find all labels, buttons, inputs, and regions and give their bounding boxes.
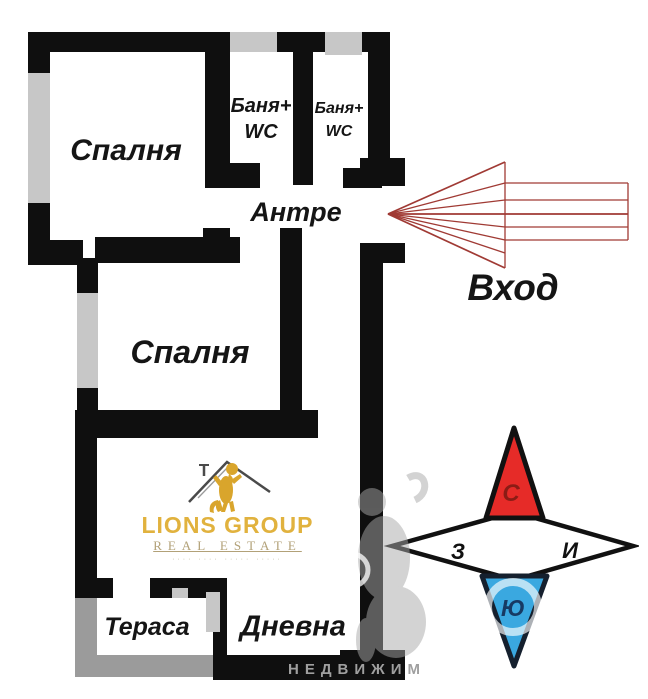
logo-roof-lion-icon <box>188 460 271 513</box>
window <box>325 32 362 55</box>
wall <box>93 410 318 438</box>
wall <box>368 32 390 162</box>
wall-bottom <box>213 655 340 680</box>
compass-east-letter: И <box>562 538 579 563</box>
compass-rose: С Ю З И <box>383 425 639 669</box>
window <box>77 293 98 388</box>
compass-west-letter: З <box>451 539 465 564</box>
window <box>28 73 50 203</box>
room-label-terrace: Тераса <box>104 613 190 641</box>
room-label-bedroom-mid: Спалня <box>130 333 250 370</box>
logo-subtitle: REAL ESTATE <box>153 538 302 553</box>
compass-north-spike <box>483 425 546 521</box>
wall <box>28 240 83 265</box>
wall <box>280 228 302 410</box>
lion-icon <box>209 463 242 513</box>
wall <box>95 237 240 263</box>
entrance-label: Вход <box>467 266 559 308</box>
room-label-bedroom-top: Спалня <box>70 134 182 167</box>
logo-tagline: ···· ···· ····· ····· <box>172 556 283 563</box>
wall <box>28 32 230 52</box>
wall-right <box>360 262 383 657</box>
compass-north-letter: С <box>502 480 520 507</box>
door-mark <box>172 588 188 598</box>
room-label-bath2: Баня+ WC <box>315 97 364 143</box>
compass-south-spike <box>479 573 550 669</box>
wall <box>343 168 382 188</box>
bath1-line2: WC <box>244 121 278 143</box>
wall <box>360 243 405 263</box>
wall <box>203 228 230 240</box>
logo-title: LIONS GROUP <box>141 512 314 538</box>
wall <box>205 32 230 188</box>
terrace-railing <box>75 655 213 677</box>
wall <box>77 388 98 410</box>
lions-group-logo: LIONS GROUP REAL ESTATE ···· ···· ····· … <box>120 452 335 564</box>
wall <box>77 258 98 293</box>
entrance-arrow <box>387 161 629 269</box>
wall <box>28 32 50 73</box>
wall <box>228 163 260 188</box>
bath2-line2: WC <box>325 123 353 140</box>
room-label-bath1: Баня+ WC <box>231 93 292 145</box>
window <box>230 32 277 52</box>
wall <box>75 410 97 598</box>
terrace-door <box>206 592 220 632</box>
room-label-living: Дневна <box>240 610 346 643</box>
watermark-text: НЕДВИЖИМ <box>288 661 426 678</box>
compass-south-letter: Ю <box>501 595 525 621</box>
room-label-hallway: Антре <box>250 196 342 227</box>
wall <box>75 578 113 598</box>
bath1-line1: Баня+ <box>230 95 292 117</box>
wall-bath-divider <box>293 32 313 185</box>
bath2-line1: Баня+ <box>314 100 364 117</box>
